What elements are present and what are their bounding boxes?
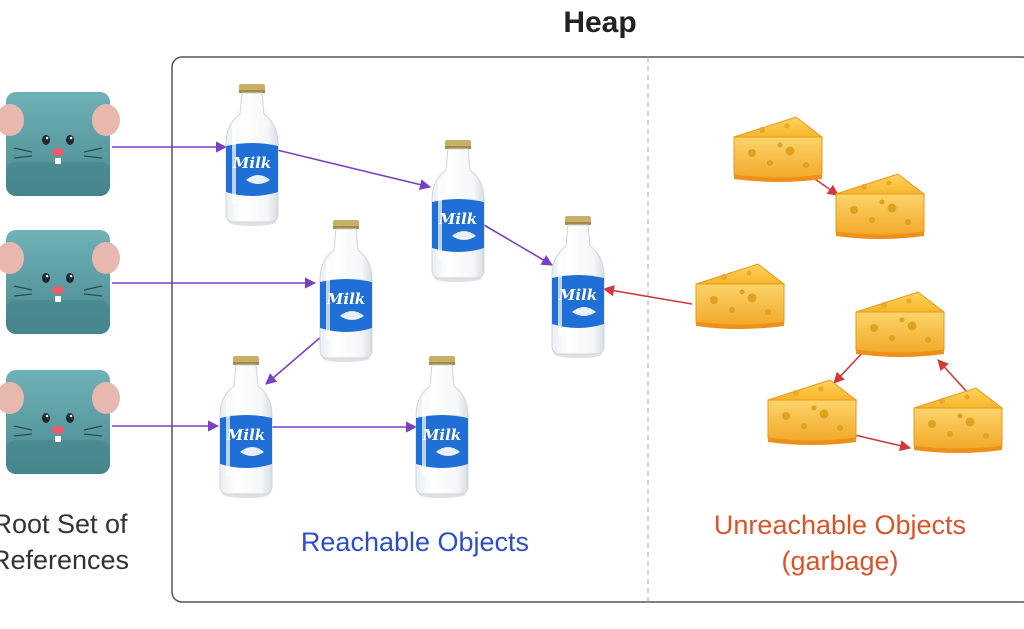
cheese-icon (733, 116, 823, 183)
milk-bottle-icon (319, 219, 373, 363)
mouse-icon (0, 369, 121, 475)
unreachable-objects-label: Unreachable Objects (garbage) (660, 507, 1020, 579)
root-set-label: Root Set of References (0, 506, 190, 578)
garbage-arrow (833, 348, 867, 384)
unreachable-objects (695, 116, 1003, 454)
cheese-icon (913, 387, 1003, 454)
heap-title: Heap (563, 6, 637, 39)
root-set-label-line: Root Set of (0, 509, 128, 539)
root-references (0, 91, 121, 475)
mouse-icon (0, 91, 121, 197)
reachable-objects (219, 83, 605, 499)
cheese-icon (767, 379, 857, 446)
unreachable-label-line: (garbage) (781, 546, 899, 576)
root-set-label-line: References (0, 545, 130, 575)
milk-bottle-icon (431, 139, 485, 283)
reference-arrow (265, 335, 323, 385)
garbage-arrow (602, 285, 693, 305)
cheese-icon (855, 291, 945, 358)
mouse-icon (0, 229, 121, 335)
milk-bottle-icon (415, 355, 469, 499)
reference-arrow (276, 149, 432, 191)
cheese-icon (835, 173, 925, 240)
reference-arrows (112, 141, 553, 433)
milk-bottle-icon (225, 83, 279, 227)
unreachable-label-line: Unreachable Objects (713, 510, 967, 540)
reference-arrow (483, 224, 553, 266)
milk-bottle-icon (551, 215, 605, 359)
garbage-arrow (937, 359, 969, 394)
reachable-objects-label: Reachable Objects (300, 527, 530, 557)
heap-container (171, 56, 1024, 603)
cheese-icon (695, 263, 785, 330)
milk-bottle-icon (219, 355, 273, 499)
